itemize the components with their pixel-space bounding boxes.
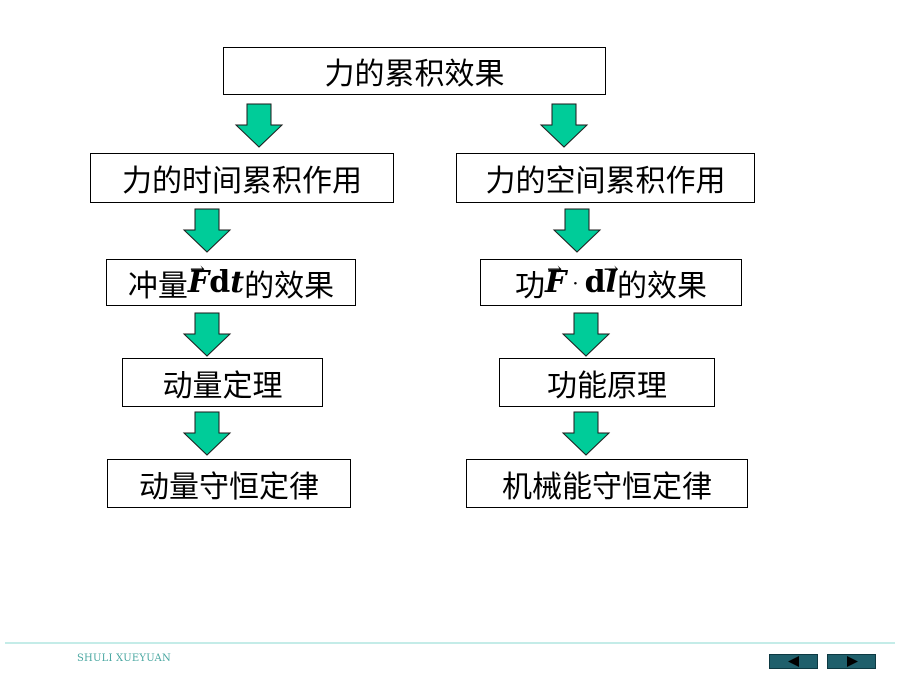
differential-d: d	[209, 265, 231, 300]
triangle-left-icon	[787, 656, 799, 667]
root-box: 力的累积效果	[223, 47, 606, 95]
momentum-conservation-box: 动量守恒定律	[107, 459, 351, 508]
force-vector-symbol: →F	[544, 259, 567, 300]
momentum-theorem-label: 动量定理	[162, 368, 283, 404]
work-effect-box: 功 →F · d →l 的效果	[480, 259, 742, 306]
differential-d: d	[584, 265, 606, 300]
footer-divider	[5, 642, 895, 644]
arrow-down-icon	[182, 411, 232, 456]
impulse-effect-box: 冲量 →F d t 的效果	[106, 259, 356, 306]
left-time-accumulation-box: 力的时间累积作用	[90, 153, 394, 203]
left-level1-label: 力的时间累积作用	[122, 164, 362, 199]
dot-product-symbol: ·	[572, 270, 579, 295]
right-level1-label: 力的空间累积作用	[485, 164, 726, 199]
arrow-down-icon	[561, 411, 611, 456]
prev-slide-button[interactable]	[769, 654, 818, 669]
next-slide-button[interactable]	[827, 654, 876, 669]
triangle-right-icon	[846, 656, 858, 667]
mechanical-energy-conservation-box: 机械能守恒定律	[466, 459, 748, 508]
arrow-down-icon	[561, 312, 611, 357]
arrow-down-icon	[234, 103, 284, 148]
momentum-conservation-label: 动量守恒定律	[139, 469, 319, 505]
work-prefix: 功	[514, 268, 545, 304]
arrow-down-icon	[552, 208, 602, 253]
impulse-prefix: 冲量	[127, 268, 188, 304]
work-energy-principle-label: 功能原理	[547, 368, 667, 404]
mechanical-energy-conservation-label: 机械能守恒定律	[502, 469, 712, 505]
work-energy-principle-box: 功能原理	[499, 358, 715, 407]
momentum-theorem-box: 动量定理	[122, 358, 323, 407]
root-label: 力的累积效果	[324, 57, 505, 92]
arrow-down-icon	[182, 312, 232, 357]
impulse-suffix: 的效果	[244, 268, 335, 304]
footer-text: SHULI XUEYUAN	[77, 653, 171, 664]
arrow-down-icon	[182, 208, 232, 253]
time-variable: t	[230, 265, 245, 300]
work-suffix: 的效果	[617, 268, 708, 304]
arrow-down-icon	[539, 103, 589, 148]
length-vector-symbol: →l	[603, 259, 619, 300]
right-space-accumulation-box: 力的空间累积作用	[456, 153, 755, 203]
force-vector-symbol: →F	[187, 259, 210, 300]
